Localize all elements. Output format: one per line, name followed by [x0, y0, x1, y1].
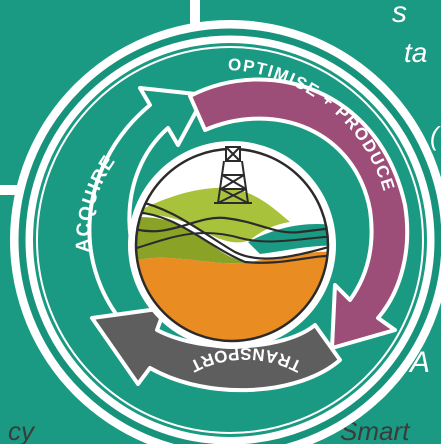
edge-text-top-right-2: ta: [404, 37, 427, 68]
teal-reservoir: [248, 224, 328, 254]
optimise-produce-arrow: [188, 77, 410, 350]
outer-teal-ring: [18, 28, 441, 444]
stratum-line-3: [136, 216, 328, 234]
edge-text-bottom-left: cy: [8, 416, 36, 444]
derrick-icon: [214, 146, 252, 204]
stratum-line-1: [136, 198, 328, 260]
inner-white-ring: [36, 46, 424, 434]
edge-text-top-right-1: s: [392, 0, 407, 29]
edge-text-right-middle: (: [430, 121, 441, 151]
olive-layer: [136, 217, 250, 264]
stratum-line-2: [136, 210, 328, 264]
transport-arrow: [90, 306, 342, 393]
lime-hill: [136, 187, 290, 243]
stratum-line-4: [136, 231, 328, 251]
